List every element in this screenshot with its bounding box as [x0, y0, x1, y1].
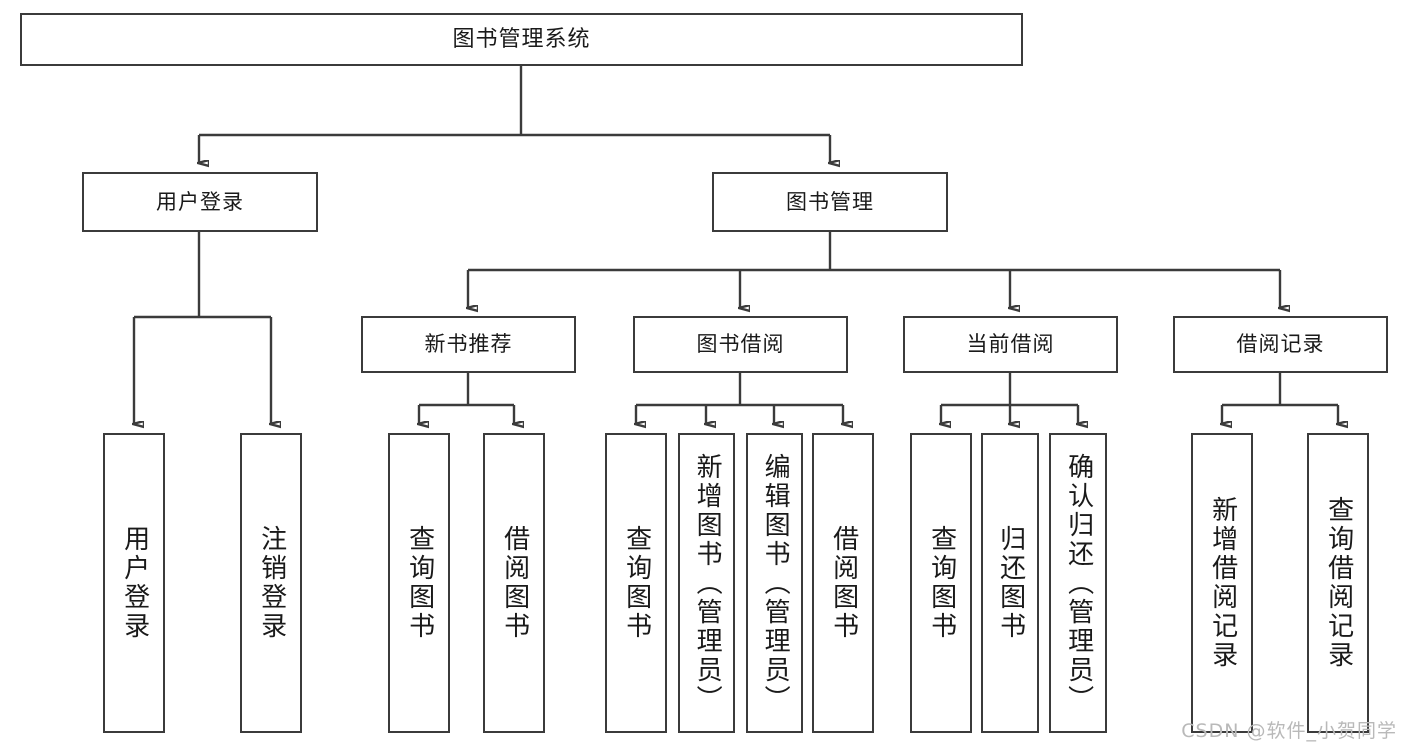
- node-current-borrow[interactable]: 当前借阅: [903, 316, 1118, 373]
- node-book-borrow[interactable]: 图书借阅: [633, 316, 848, 373]
- node-root[interactable]: 图书管理系统: [20, 13, 1023, 66]
- node-leaf-query-record[interactable]: 查询借阅记录: [1307, 433, 1369, 733]
- node-leaf-query-books-1-label: 查询图书: [404, 525, 435, 641]
- node-user-login[interactable]: 用户登录: [82, 172, 318, 232]
- node-leaf-borrow-books-1-label: 借阅图书: [499, 525, 530, 641]
- node-book-management-label: 图书管理: [786, 189, 874, 214]
- node-leaf-query-books-3[interactable]: 查询图书: [910, 433, 972, 733]
- node-leaf-return-book-label: 归还图书: [995, 525, 1026, 641]
- node-leaf-user-login[interactable]: 用户登录: [103, 433, 165, 733]
- node-leaf-confirm-return[interactable]: 确认归还（管理员）: [1049, 433, 1107, 733]
- node-leaf-query-books-1[interactable]: 查询图书: [388, 433, 450, 733]
- node-new-book-recommend-label: 新书推荐: [424, 332, 513, 357]
- node-leaf-add-book-label: 新增图书（管理员）: [692, 452, 723, 714]
- watermark: CSDN @软件_小贺同学: [1181, 720, 1397, 742]
- node-leaf-logout-label: 注销登录: [256, 525, 287, 641]
- node-leaf-borrow-books-2-label: 借阅图书: [828, 525, 859, 641]
- node-leaf-borrow-books-2[interactable]: 借阅图书: [812, 433, 874, 733]
- node-new-book-recommend[interactable]: 新书推荐: [361, 316, 576, 373]
- node-leaf-add-book[interactable]: 新增图书（管理员）: [678, 433, 735, 733]
- node-leaf-borrow-books-1[interactable]: 借阅图书: [483, 433, 545, 733]
- node-leaf-confirm-return-label: 确认归还（管理员）: [1063, 452, 1094, 714]
- node-borrow-records[interactable]: 借阅记录: [1173, 316, 1388, 373]
- node-user-login-label: 用户登录: [156, 189, 244, 214]
- node-leaf-edit-book[interactable]: 编辑图书（管理员）: [746, 433, 803, 733]
- node-leaf-add-record-label: 新增借阅记录: [1207, 496, 1238, 670]
- node-leaf-query-books-2-label: 查询图书: [621, 525, 652, 641]
- node-book-borrow-label: 图书借阅: [696, 332, 785, 357]
- node-leaf-logout[interactable]: 注销登录: [240, 433, 302, 733]
- node-leaf-add-record[interactable]: 新增借阅记录: [1191, 433, 1253, 733]
- node-borrow-records-label: 借阅记录: [1236, 332, 1325, 357]
- node-leaf-user-login-label: 用户登录: [119, 525, 150, 641]
- node-leaf-edit-book-label: 编辑图书（管理员）: [760, 452, 791, 714]
- node-current-borrow-label: 当前借阅: [966, 332, 1055, 357]
- node-leaf-return-book[interactable]: 归还图书: [981, 433, 1039, 733]
- node-book-management[interactable]: 图书管理: [712, 172, 948, 232]
- node-leaf-query-books-2[interactable]: 查询图书: [605, 433, 667, 733]
- node-leaf-query-record-label: 查询借阅记录: [1323, 496, 1354, 670]
- node-leaf-query-books-3-label: 查询图书: [926, 525, 957, 641]
- node-root-label: 图书管理系统: [452, 26, 591, 52]
